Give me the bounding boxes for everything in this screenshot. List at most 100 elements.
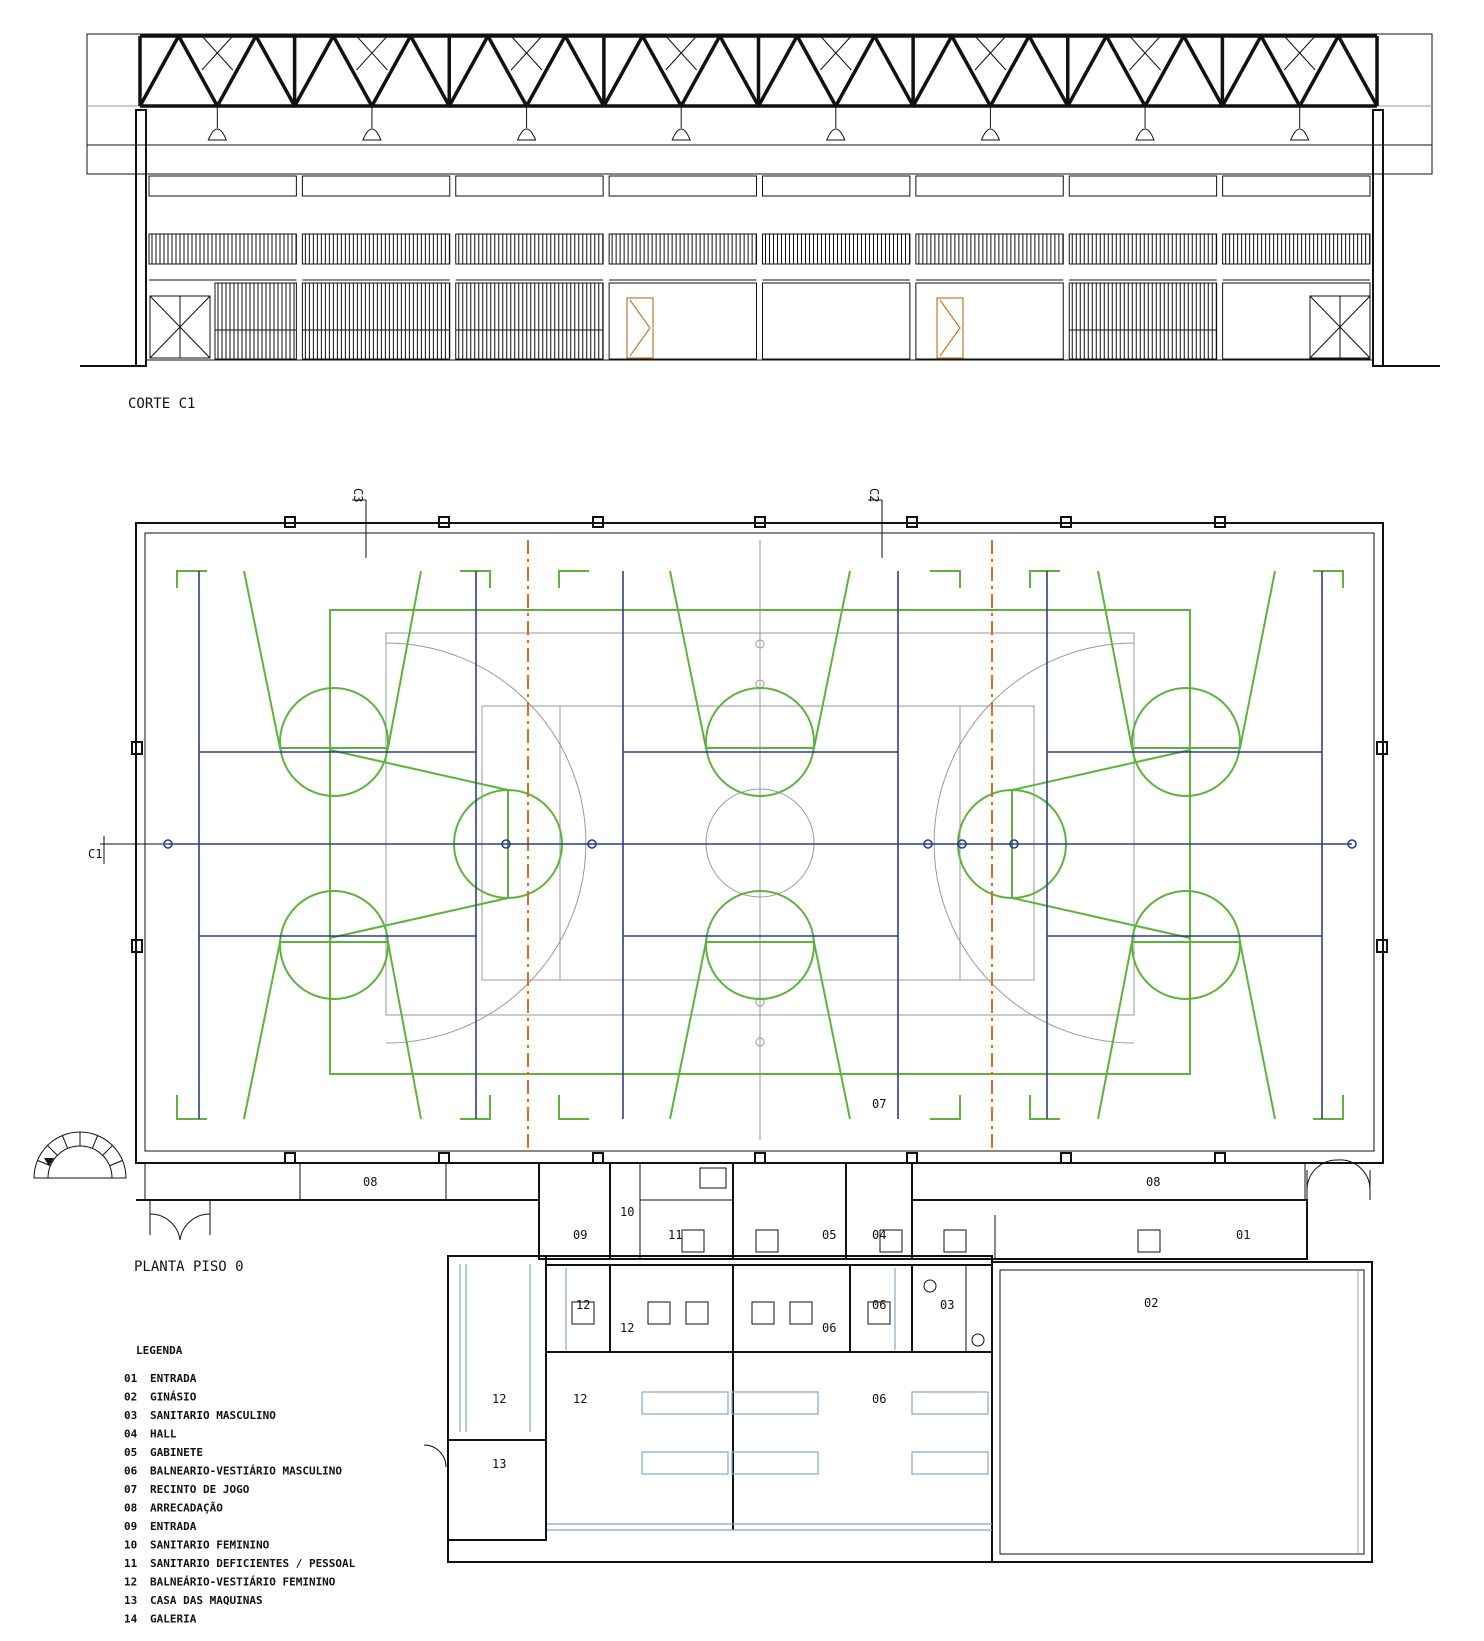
net-post [923, 839, 933, 849]
truss-brace [201, 35, 234, 71]
room-11-tag: 11 [668, 1228, 682, 1242]
legend-title: LEGENDA [136, 1344, 183, 1357]
bay-wall [608, 282, 757, 360]
court-corner [1029, 570, 1060, 588]
truss-web [370, 35, 413, 107]
section-c1: CORTE C1 [80, 33, 1440, 412]
clerestory-panel [455, 175, 604, 197]
pilaster [438, 516, 450, 528]
key-side [329, 749, 509, 791]
bay-grille [1068, 282, 1218, 360]
stair-tread [37, 1159, 51, 1167]
section-marker-c3: C3 [351, 488, 367, 558]
grey-court [385, 540, 1135, 1140]
pilaster [754, 1152, 766, 1164]
column-left [135, 109, 147, 367]
hall-pilasters [131, 516, 1388, 1164]
column-right [1372, 109, 1384, 367]
room-06-tag-a: 06 [872, 1298, 886, 1312]
truss-web [1298, 35, 1340, 107]
pilaster [1060, 516, 1072, 528]
bay-grille [301, 282, 451, 360]
free-throw-circle [279, 890, 389, 1000]
truss-brace [974, 35, 1007, 71]
lamp-icon [1135, 128, 1155, 141]
court-key-top [669, 570, 851, 749]
pilaster [906, 1152, 918, 1164]
section-bays [148, 175, 1371, 360]
legend-number: 12 [124, 1576, 137, 1589]
pilaster [284, 516, 296, 528]
net-post [1347, 839, 1357, 849]
entry-door-left [149, 1200, 211, 1241]
pilaster [754, 516, 766, 528]
room-12-tag-c: 12 [492, 1392, 506, 1406]
room-02-tag: 02 [1144, 1296, 1158, 1310]
free-throw-circle [705, 687, 815, 797]
truss-brace [356, 35, 388, 71]
section-marker-c1-label: C1 [88, 847, 102, 861]
court-corner [558, 1095, 589, 1120]
legend-label: GABINETE [150, 1446, 203, 1459]
room-07-tag: 07 [872, 1097, 886, 1111]
legend-number: 10 [124, 1539, 137, 1552]
legend-number: 09 [124, 1520, 137, 1533]
vent-grille [762, 233, 911, 265]
net-post [587, 839, 597, 849]
legend-label: ARRECADAÇÃO [150, 1502, 223, 1515]
room-12-tag-a: 12 [576, 1298, 590, 1312]
legend-label: RECINTO DE JOGO [150, 1483, 250, 1496]
truss-web [331, 35, 374, 107]
truss-web [254, 35, 297, 107]
net-post [957, 839, 967, 849]
room-04-tag: 04 [872, 1228, 886, 1242]
truss-web [1336, 35, 1379, 107]
legend-label: ENTRADA [150, 1372, 197, 1385]
key-side [329, 897, 509, 939]
lamp-icon [826, 128, 846, 141]
bay-grille [214, 282, 297, 360]
court-key-bottom [243, 941, 422, 1120]
room-06-tag-c: 06 [872, 1392, 886, 1406]
truss-web [177, 35, 219, 107]
vent-grille [455, 233, 604, 265]
legend-label: BALNEÁRIO-VESTIÁRIO FEMININO [150, 1576, 336, 1589]
bay-grille [455, 282, 604, 360]
truss-web [988, 35, 1031, 107]
room-12-tag-d: 12 [573, 1392, 587, 1406]
truss-web [1143, 35, 1186, 107]
truss-web [911, 35, 954, 107]
court-corner [460, 1095, 491, 1120]
truss-web [1259, 35, 1302, 107]
pilaster [1214, 516, 1226, 528]
roof-frame [86, 33, 1433, 175]
clerestory-panel [1222, 175, 1371, 197]
stair-tread [61, 1135, 69, 1149]
truss-web [872, 35, 915, 107]
interior-door-1 [626, 297, 654, 359]
court-corner [176, 570, 207, 588]
pilaster [906, 516, 918, 528]
legend-number: 08 [124, 1502, 137, 1515]
section-marker-c2-label: C2 [867, 488, 881, 502]
legend-label: HALL [150, 1428, 177, 1441]
room-05-tag: 05 [822, 1228, 836, 1242]
pilaster [131, 741, 143, 755]
truss-web [756, 35, 799, 107]
stair-tread [102, 1145, 113, 1156]
court-axis-points [163, 839, 1357, 849]
truss-web [718, 35, 761, 107]
court-key-top [1097, 570, 1276, 749]
pilaster [438, 1152, 450, 1164]
court-key-bottom [1097, 941, 1276, 1120]
bay-wall [915, 282, 1064, 360]
truss-web [215, 35, 258, 107]
court-corner [1313, 1095, 1344, 1120]
lamp-icon [516, 128, 537, 141]
storage-strip [136, 1163, 1307, 1201]
section-marker-c1: C1 [88, 836, 170, 864]
court-corner [176, 1095, 207, 1120]
annex [423, 1159, 1373, 1563]
room-08-tag-right: 08 [1146, 1175, 1160, 1189]
